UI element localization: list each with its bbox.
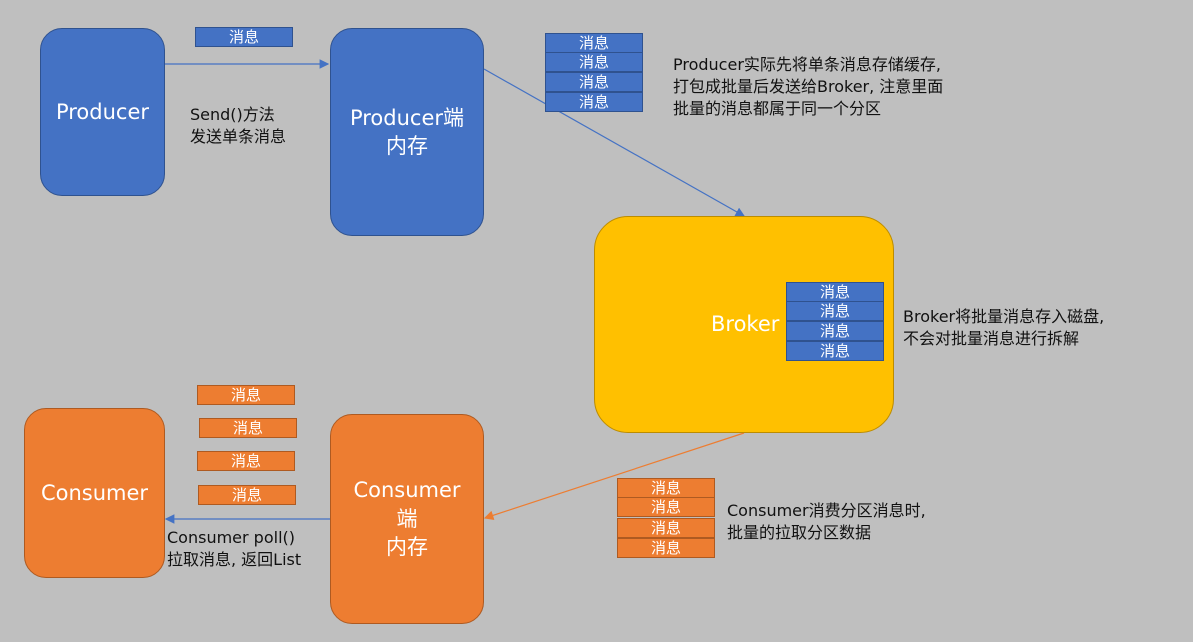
arrow-broker-to-consumer-memory [483,432,745,520]
producer-box: Producer [40,28,165,196]
broker-message: 消息 [786,321,884,341]
producer-batch-note: Producer实际先将单条消息存储缓存, 打包成批量后发送给Broker, 注… [673,55,944,118]
polled-message: 消息 [197,385,295,405]
batch-message: 消息 [545,33,643,53]
consumer-memory-box: Consumer 端 内存 [330,414,484,624]
producer-memory-label: Producer端 内存 [349,105,465,158]
consumer-batch-message: 消息 [617,478,715,498]
broker-message: 消息 [786,282,884,302]
broker-message: 消息 [786,301,884,321]
consumer-consume-note: Consumer消费分区消息时, 批量的拉取分区数据 [727,501,926,542]
poll-note: Consumer poll() 拉取消息, 返回List [167,528,302,569]
producer-label: Producer [55,99,150,124]
consumer-box: Consumer [24,408,165,578]
producer-memory-box: Producer端 内存 [330,28,484,236]
batch-message: 消息 [545,92,643,112]
batch-message: 消息 [545,52,643,72]
consumer-batch-message: 消息 [617,538,715,558]
message-single: 消息 [195,27,293,47]
polled-message: 消息 [199,418,297,438]
broker-message: 消息 [786,341,884,361]
consumer-batch-message: 消息 [617,518,715,538]
broker-store-note: Broker将批量消息存入磁盘, 不会对批量消息进行拆解 [903,307,1105,348]
consumer-memory-label: Consumer 端 内存 [353,478,461,560]
arrow-memory-to-broker [483,68,746,217]
batch-message: 消息 [545,72,643,92]
send-note: Send()方法 发送单条消息 [190,105,287,146]
polled-message: 消息 [198,485,296,505]
broker-label: Broker [711,312,780,337]
polled-message: 消息 [197,451,295,471]
consumer-label: Consumer [40,480,149,505]
consumer-batch-message: 消息 [617,497,715,517]
